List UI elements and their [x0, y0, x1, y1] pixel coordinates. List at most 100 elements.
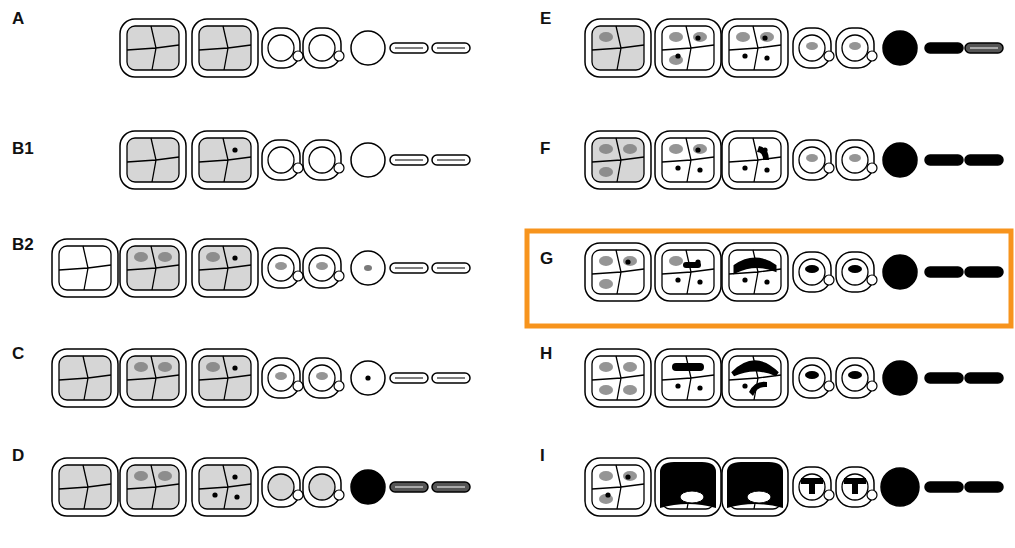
premolar-tooth — [262, 358, 303, 398]
pit-dot — [605, 492, 610, 497]
tooth-outline — [655, 19, 721, 77]
tooth-outline — [836, 358, 874, 398]
premolar-tooth — [836, 467, 877, 507]
crown-outline — [309, 255, 335, 281]
crown-outline — [842, 365, 868, 391]
fissure-line — [127, 138, 179, 182]
incisal-edge — [395, 160, 423, 161]
stain-spot — [623, 144, 637, 154]
tooth-outline — [722, 243, 788, 301]
molar-tooth — [52, 458, 118, 516]
tooth-outline — [655, 349, 721, 407]
fissure-line — [59, 246, 111, 290]
stain-spot — [623, 256, 637, 266]
incisor-tooth — [965, 267, 1003, 277]
stain-spot — [275, 262, 287, 270]
molar-tooth — [585, 349, 651, 407]
canine-tooth — [883, 255, 917, 289]
incisor-tooth — [432, 373, 470, 383]
crown-outline — [268, 365, 294, 391]
canine-tooth — [881, 468, 919, 506]
pit-dot — [742, 277, 747, 282]
tooth-outline — [351, 31, 385, 65]
tooth-outline — [262, 28, 300, 68]
tooth-outline — [965, 43, 1003, 53]
pit-dot — [697, 167, 702, 172]
crown-outline — [309, 147, 335, 173]
incisal-edge — [395, 268, 423, 269]
tooth-outline — [432, 263, 470, 273]
molar-tooth — [192, 19, 258, 77]
premolar-tooth — [262, 248, 303, 288]
crown-remnant — [747, 491, 771, 503]
tooth-outline — [390, 155, 428, 165]
stain-spot — [134, 252, 148, 262]
incisal-edge — [395, 378, 423, 379]
pit-dot — [234, 494, 239, 499]
caries-lesion — [733, 363, 777, 374]
tooth-outline — [262, 467, 300, 507]
pit-dot — [212, 492, 217, 497]
incisor-tooth — [432, 263, 470, 273]
molar-tooth — [655, 458, 721, 516]
pit-dot — [675, 277, 680, 282]
crown-outline — [199, 246, 251, 290]
contact-bulge — [867, 381, 877, 391]
crown-outline — [309, 474, 335, 500]
molar-tooth — [722, 349, 788, 407]
molar-tooth — [52, 349, 118, 407]
tooth-outline — [965, 267, 1003, 277]
pit-dot — [232, 365, 237, 370]
tooth-outline — [192, 239, 258, 297]
incisor-tooth — [925, 482, 963, 492]
tooth-outline — [836, 467, 874, 507]
molar-tooth — [192, 131, 258, 189]
tooth-outline — [303, 467, 341, 507]
pit-dot — [742, 383, 747, 388]
pit-dot — [695, 35, 700, 40]
caries-lesion — [848, 265, 862, 273]
tooth-outline — [793, 358, 831, 398]
tooth-outline — [120, 19, 186, 77]
pit-dot — [625, 474, 630, 479]
pit-dot — [695, 147, 700, 152]
tooth-outline — [262, 140, 300, 180]
tooth-outline — [655, 243, 721, 301]
tooth-outline — [965, 155, 1003, 165]
tooth-outline — [585, 19, 651, 77]
stain-spot — [623, 471, 637, 481]
contact-bulge — [334, 381, 344, 391]
tooth-outline — [655, 458, 721, 516]
stain-spot — [623, 385, 637, 395]
stain-spot — [599, 471, 613, 481]
crown-outline — [662, 138, 714, 182]
incisal-edge — [970, 48, 998, 49]
stain-spot — [206, 362, 220, 372]
fissure-line — [662, 26, 714, 70]
crown-outline — [662, 250, 714, 294]
caries-lesion — [844, 478, 866, 494]
tooth-outline — [120, 349, 186, 407]
tooth-outline — [390, 373, 428, 383]
stain-spot — [316, 262, 328, 270]
contact-bulge — [334, 163, 344, 173]
fissure-line — [199, 26, 251, 70]
premolar-tooth — [303, 467, 344, 507]
tooth-outline — [192, 131, 258, 189]
molar-tooth — [192, 458, 258, 516]
incisor-tooth — [965, 155, 1003, 165]
stain-spot — [849, 42, 861, 50]
tooth-outline — [883, 255, 917, 289]
crown-outline — [127, 138, 179, 182]
tooth-outline — [925, 373, 963, 383]
tooth-outline — [585, 458, 651, 516]
incisor-tooth — [432, 43, 470, 53]
crown-outline — [592, 465, 644, 509]
tooth-outline — [120, 131, 186, 189]
caries-lesion — [735, 259, 775, 272]
stain-spot — [599, 279, 613, 289]
pit-dot — [742, 165, 747, 170]
stain-spot — [669, 32, 683, 42]
tooth-outline — [432, 482, 470, 492]
